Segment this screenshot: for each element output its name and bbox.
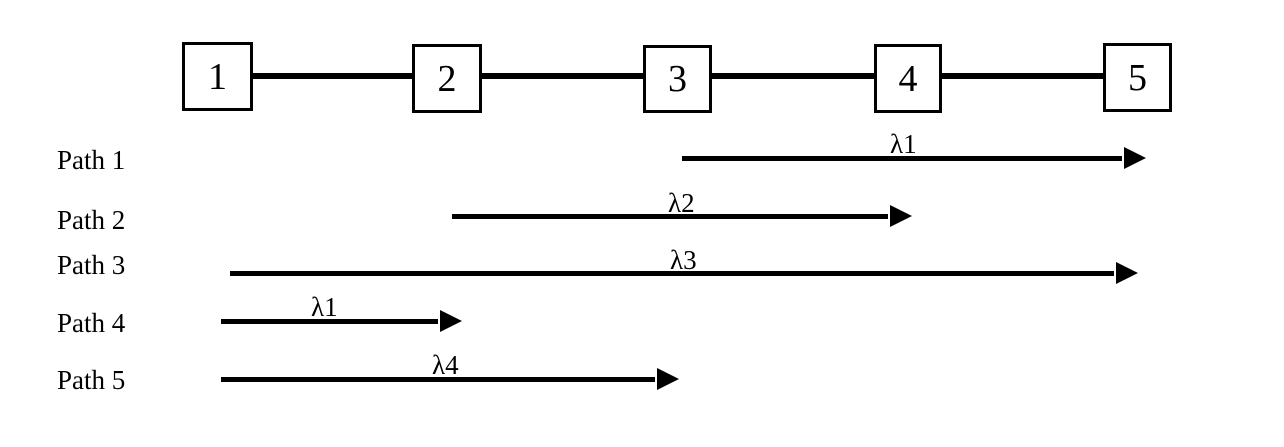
wavelength-label-1: λ1 (890, 129, 917, 159)
link-4-to-5 (940, 73, 1105, 79)
path-arrow-head-2 (890, 205, 912, 227)
link-1-to-2 (251, 73, 414, 79)
node-box-3[interactable]: 3 (643, 45, 712, 113)
link-2-to-3 (480, 73, 645, 79)
link-3-to-4 (710, 73, 876, 79)
path-arrow-line-1 (682, 156, 1122, 161)
path-label-1: Path 1 (57, 145, 126, 175)
path-label-3: Path 3 (57, 250, 126, 280)
path-arrow-head-3 (1116, 262, 1138, 284)
node-box-1[interactable]: 1 (182, 42, 253, 111)
node-box-5[interactable]: 5 (1103, 43, 1172, 112)
path-label-2: Path 2 (57, 205, 126, 235)
path-arrow-line-3 (230, 271, 1114, 276)
path-arrow-line-5 (221, 377, 655, 382)
node-box-2[interactable]: 2 (412, 44, 482, 113)
path-arrow-head-5 (657, 368, 679, 390)
path-arrow-head-4 (440, 310, 462, 332)
path-arrow-line-4 (221, 319, 438, 324)
node-box-4[interactable]: 4 (874, 44, 942, 113)
wavelength-label-5: λ4 (432, 350, 459, 380)
path-arrow-line-2 (452, 214, 888, 219)
wavelength-label-2: λ2 (668, 188, 695, 218)
path-arrow-head-1 (1124, 147, 1146, 169)
path-label-5: Path 5 (57, 365, 126, 395)
wavelength-label-3: λ3 (670, 245, 697, 275)
path-label-4: Path 4 (57, 308, 126, 338)
wavelength-label-4: λ1 (311, 292, 338, 322)
